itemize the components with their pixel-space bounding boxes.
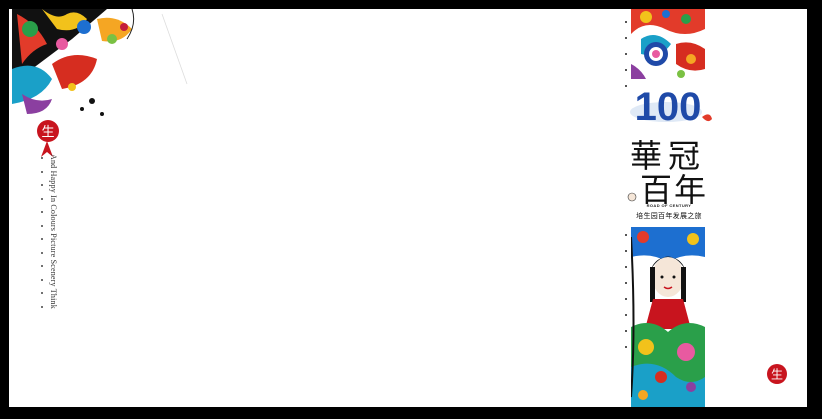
spine-title: 華 冠 百 年 — [627, 137, 706, 209]
spine-subtitle-chinese: 培生园百年发展之旅 — [636, 213, 702, 220]
centennial-badge: 100 — [630, 85, 712, 129]
title-char-3: 百 — [640, 171, 672, 209]
spine-top-artwork — [631, 9, 705, 81]
seal-left-glyph: 生 — [41, 125, 54, 140]
title-char-2: 冠 — [668, 137, 700, 175]
seal-icon-right: 生 — [767, 364, 787, 384]
title-char-1: 華 — [630, 137, 662, 175]
spine-dot-leader-bottom — [623, 234, 629, 362]
book-spine — [631, 9, 705, 407]
vertical-caption: And Happy In Colours Picture Scenery Thi… — [49, 154, 58, 309]
title-char-4: 年 — [674, 171, 706, 209]
vertical-dot-leader — [39, 157, 45, 319]
spine-bottom-artwork — [631, 227, 705, 407]
page-canvas: 生 And Happy In Colours Picture Scenery T… — [9, 9, 807, 407]
spine-dot-leader-top — [623, 21, 629, 101]
spine-subtitle-english: ROAD OF CENTURY — [646, 203, 692, 208]
corner-artwork — [12, 9, 188, 116]
seal-right-glyph: 生 — [771, 368, 783, 382]
badge-number: 100 — [635, 85, 702, 129]
seal-icon-left: 生 — [37, 120, 59, 157]
